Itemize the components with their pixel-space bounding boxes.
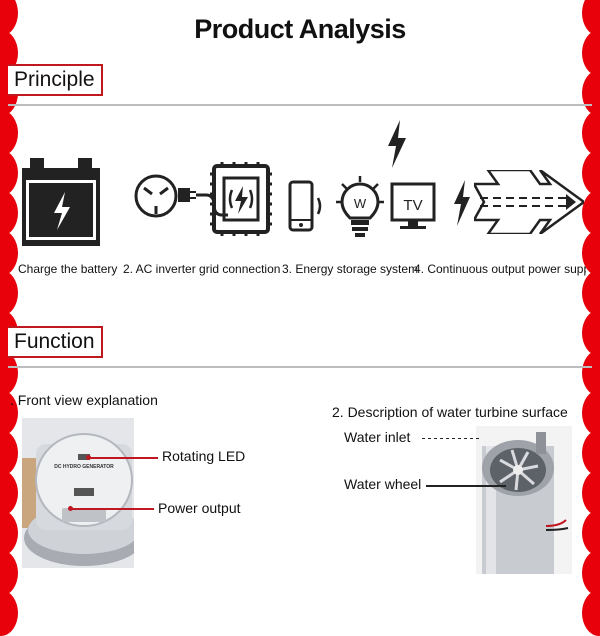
bulb-label: W xyxy=(354,196,367,211)
turbine-photo xyxy=(476,426,572,574)
bulb-icon: W xyxy=(336,176,384,237)
turbine-caption: 2. Description of water turbine surface xyxy=(332,404,568,420)
scallop-bump xyxy=(582,390,600,436)
scallop-bump xyxy=(0,150,18,196)
inlet-callout-line xyxy=(422,438,480,439)
wheel-callout-line xyxy=(426,485,506,487)
scallop-bump xyxy=(0,270,18,316)
scallop-bump xyxy=(0,390,18,436)
scallop-bump xyxy=(582,310,600,356)
scallop-bump xyxy=(582,150,600,196)
scallop-bump xyxy=(0,230,18,276)
principle-heading: Principle xyxy=(8,64,103,96)
scallop-bump xyxy=(0,0,18,36)
scallop-bump xyxy=(582,190,600,236)
scallop-bump xyxy=(0,110,18,156)
plug-inverter-icon xyxy=(134,162,272,236)
scallop-bump xyxy=(0,190,18,236)
device-label: DC HYDRO GENERATOR xyxy=(54,464,114,470)
page-title: Product Analysis xyxy=(194,14,406,44)
lightning-icon xyxy=(454,180,470,226)
phone-icon xyxy=(288,180,322,232)
water-wheel-label: Water wheel xyxy=(344,476,422,492)
principle-divider xyxy=(8,104,592,106)
front-view-caption: . Front view explanation xyxy=(10,392,158,408)
scallop-bump xyxy=(0,430,18,476)
power-callout-line xyxy=(72,508,154,510)
scallop-bump xyxy=(0,350,18,396)
water-inlet-label: Water inlet xyxy=(344,429,411,445)
tv-icon: TV xyxy=(390,182,436,229)
scallop-bump xyxy=(582,0,600,36)
scallop-bump xyxy=(582,270,600,316)
scallop-bump xyxy=(582,230,600,276)
power-output-label: Power output xyxy=(158,500,241,516)
principle-step-1: Charge the battery xyxy=(18,262,118,276)
right-scallop-border xyxy=(578,0,600,636)
scallop-bump xyxy=(0,470,18,516)
principle-step-2: 2. AC inverter grid connection xyxy=(123,262,281,276)
rotating-led-label: Rotating LED xyxy=(162,448,246,464)
arrow-icon xyxy=(474,170,584,234)
function-divider xyxy=(8,366,592,368)
power-callout-dot xyxy=(68,506,73,511)
tv-label: TV xyxy=(403,197,422,214)
scallop-bump xyxy=(582,30,600,76)
led-callout-line xyxy=(90,457,158,459)
function-heading: Function xyxy=(8,326,103,358)
led-callout-dot xyxy=(86,455,91,460)
front-view-photo: DC HYDRO GENERATOR xyxy=(22,418,134,568)
scallop-bump xyxy=(582,550,600,596)
principle-step-4: 4. Continuous output power supp xyxy=(414,262,586,276)
scallop-bump xyxy=(582,110,600,156)
scallop-bump xyxy=(0,550,18,596)
scallop-bump xyxy=(582,470,600,516)
scallop-bump xyxy=(0,510,18,556)
battery-icon xyxy=(22,158,100,246)
scallop-bump xyxy=(582,430,600,476)
scallop-bump xyxy=(582,510,600,556)
scallop-bump xyxy=(582,350,600,396)
product-analysis-page: Product Analysis Principle xyxy=(8,14,592,574)
principle-step-3: 3. Energy storage system xyxy=(282,262,419,276)
lightning-icon xyxy=(388,120,406,168)
